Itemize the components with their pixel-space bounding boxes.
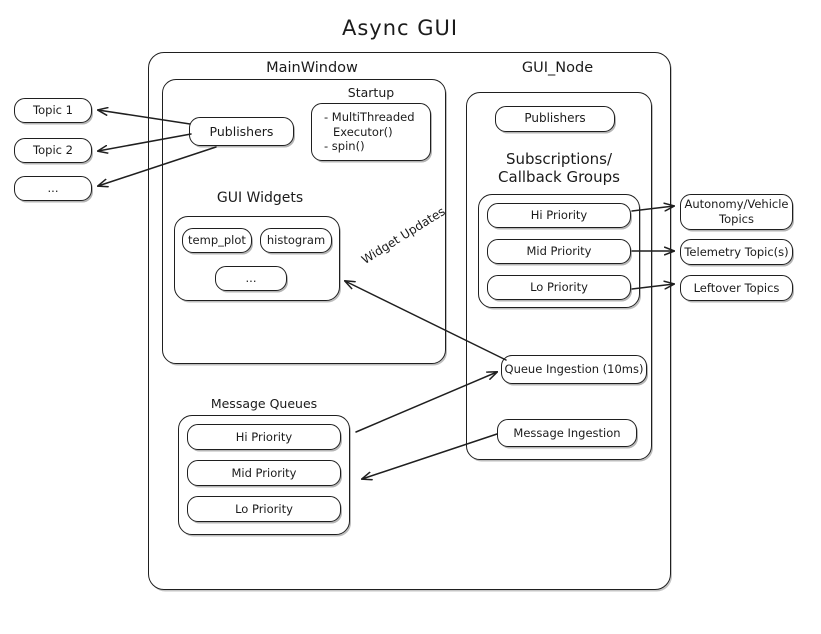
message-queues-group	[178, 415, 350, 535]
page-title: Async GUI	[342, 16, 459, 40]
mainwindow-group	[162, 79, 446, 364]
gui-widgets-label: GUI Widgets	[216, 190, 304, 206]
topic-more-label: ...	[47, 181, 59, 196]
gui-node-publishers[interactable]: Publishers	[495, 106, 615, 132]
widget-temp-plot-label: temp_plot	[188, 233, 246, 248]
autonomy-vehicle-topics-line1: Autonomy/Vehicle	[684, 197, 789, 212]
mainwindow-publishers-label: Publishers	[209, 123, 274, 139]
async-gui-frame	[148, 52, 671, 590]
startup-items: - MultiThreaded Executor() - spin()	[312, 103, 430, 161]
mainwindow-label: MainWindow	[266, 60, 358, 76]
callback-group-lo-priority-label: Lo Priority	[530, 280, 588, 295]
startup-label: Startup	[347, 85, 395, 100]
telemetry-topics-node[interactable]: Telemetry Topic(s)	[680, 239, 793, 265]
topic-2-node[interactable]: Topic 2	[14, 138, 92, 163]
leftover-topics-node[interactable]: Leftover Topics	[680, 275, 793, 301]
queue-hi-priority-label: Hi Priority	[235, 429, 293, 444]
leftover-topics-label: Leftover Topics	[693, 280, 780, 295]
startup-node[interactable]: - MultiThreaded Executor() - spin()	[311, 103, 431, 161]
gui-node-group	[466, 92, 652, 460]
subscriptions-label-line1: Subscriptions/	[505, 150, 613, 168]
widget-more-label: ...	[245, 271, 257, 286]
topic-2-label: Topic 2	[33, 143, 73, 158]
callback-group-mid-priority-label: Mid Priority	[526, 244, 592, 259]
message-queues-label: Message Queues	[210, 396, 318, 411]
startup-line-2: - spin()	[324, 139, 365, 154]
startup-line-1: Executor()	[333, 124, 393, 139]
subscriptions-label-line2: Callback Groups	[498, 168, 620, 186]
callback-group-hi-priority[interactable]: Hi Priority	[487, 203, 631, 228]
callback-group-lo-priority[interactable]: Lo Priority	[487, 275, 631, 300]
autonomy-vehicle-topics-node[interactable]: Autonomy/Vehicle Topics	[680, 194, 793, 230]
topic-1-label: Topic 1	[33, 103, 73, 118]
message-ingestion-node[interactable]: Message Ingestion	[497, 419, 637, 447]
callback-group-mid-priority[interactable]: Mid Priority	[487, 239, 631, 264]
telemetry-topics-label: Telemetry Topic(s)	[684, 244, 789, 259]
message-ingestion-label: Message Ingestion	[513, 425, 621, 440]
startup-line-0: - MultiThreaded	[324, 109, 415, 124]
mainwindow-publishers-node[interactable]: Publishers	[189, 117, 294, 146]
queue-mid-priority[interactable]: Mid Priority	[187, 460, 341, 486]
gui-node-publishers-label: Publishers	[524, 111, 586, 126]
queue-ingestion-node[interactable]: Queue Ingestion (10ms)	[501, 355, 647, 384]
widget-histogram-label: histogram	[266, 233, 326, 248]
widget-more[interactable]: ...	[215, 266, 287, 291]
gui-node-label: GUI_Node	[521, 60, 594, 76]
callback-group-hi-priority-label: Hi Priority	[530, 208, 588, 223]
widget-histogram[interactable]: histogram	[260, 228, 332, 253]
queue-hi-priority[interactable]: Hi Priority	[187, 424, 341, 450]
topic-more-node[interactable]: ...	[14, 176, 92, 201]
queue-lo-priority-label: Lo Priority	[235, 501, 293, 516]
gui-widgets-group	[174, 216, 340, 301]
autonomy-vehicle-topics-line2: Topics	[719, 212, 754, 226]
queue-ingestion-label: Queue Ingestion (10ms)	[504, 362, 644, 377]
widget-temp-plot[interactable]: temp_plot	[182, 228, 252, 253]
queue-mid-priority-label: Mid Priority	[231, 465, 297, 480]
queue-lo-priority[interactable]: Lo Priority	[187, 496, 341, 522]
topic-1-node[interactable]: Topic 1	[14, 98, 92, 123]
